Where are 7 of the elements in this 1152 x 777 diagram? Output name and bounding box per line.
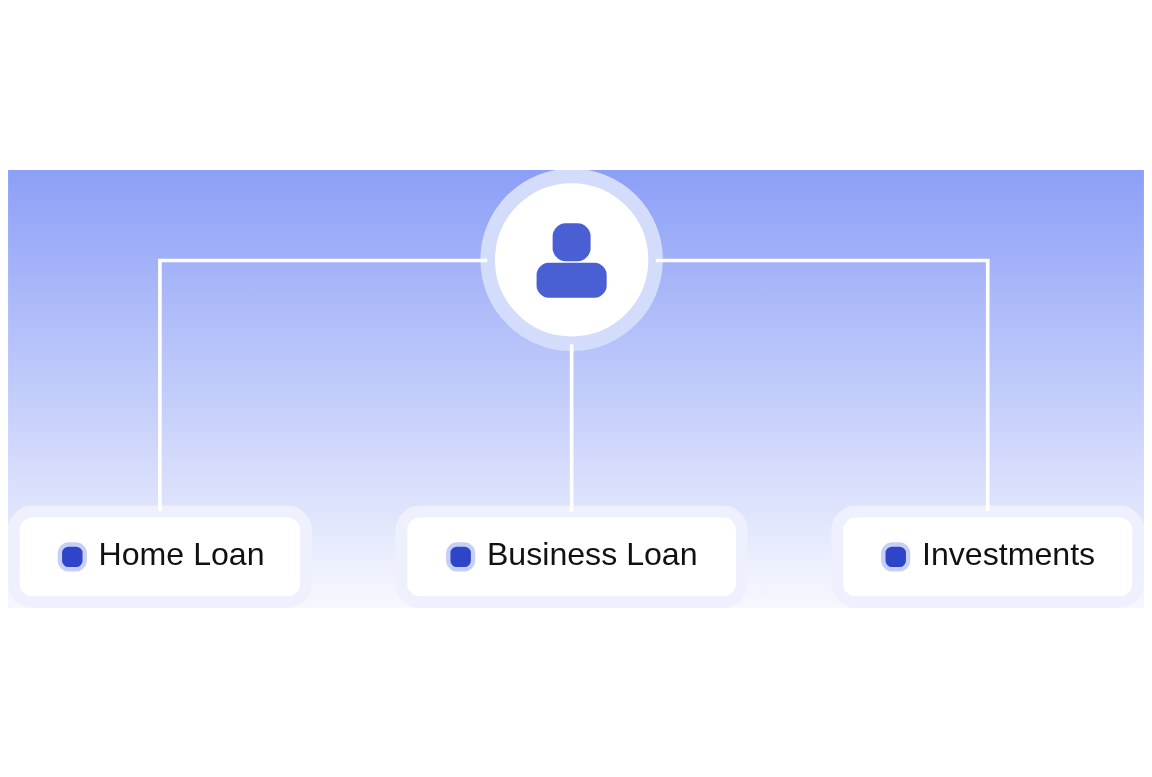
connector <box>655 258 990 511</box>
node-person <box>480 169 663 351</box>
node-box: Investments <box>831 505 1144 608</box>
connector <box>569 343 574 511</box>
node-box: Home Loan <box>8 505 312 608</box>
node-box: Business Loan <box>395 505 748 608</box>
connector <box>158 258 488 511</box>
